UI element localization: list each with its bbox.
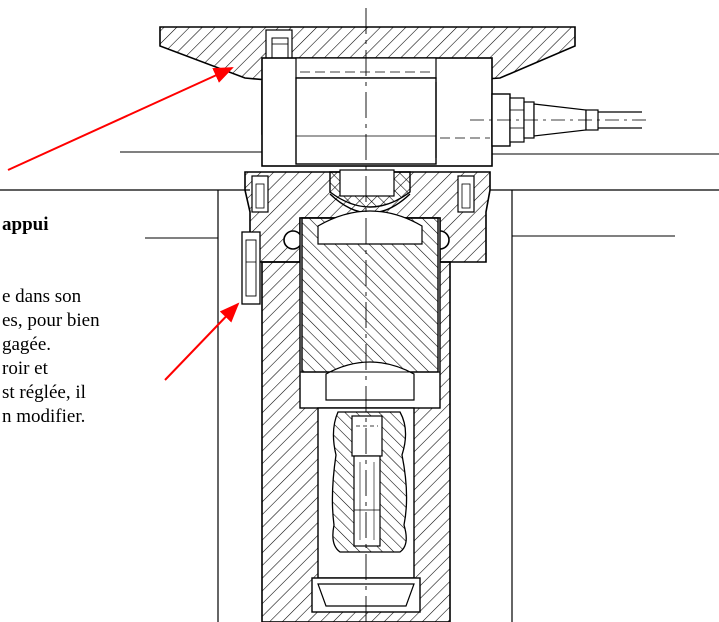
caption-heading: appui <box>2 214 49 235</box>
bottom-plug <box>311 577 421 613</box>
caption-line-1: e dans son <box>2 286 82 307</box>
arrow-to-side-pin <box>164 302 240 381</box>
side-adjusting-pin <box>241 231 261 305</box>
indicator-arrows <box>7 67 240 381</box>
caption-line-5: st réglée, il <box>2 382 86 403</box>
caption-line-3: gagée. <box>2 334 52 355</box>
frame-lines <box>0 151 719 622</box>
caption-line-2: es, pour bien <box>2 310 100 331</box>
caption-line-6: n modifier. <box>2 406 86 427</box>
cable-connector <box>470 93 650 147</box>
arrow-to-top-plate <box>7 67 234 171</box>
load-cell-body <box>261 57 493 167</box>
caption-line-4: roir et <box>2 358 48 379</box>
inner-piston <box>300 210 440 401</box>
